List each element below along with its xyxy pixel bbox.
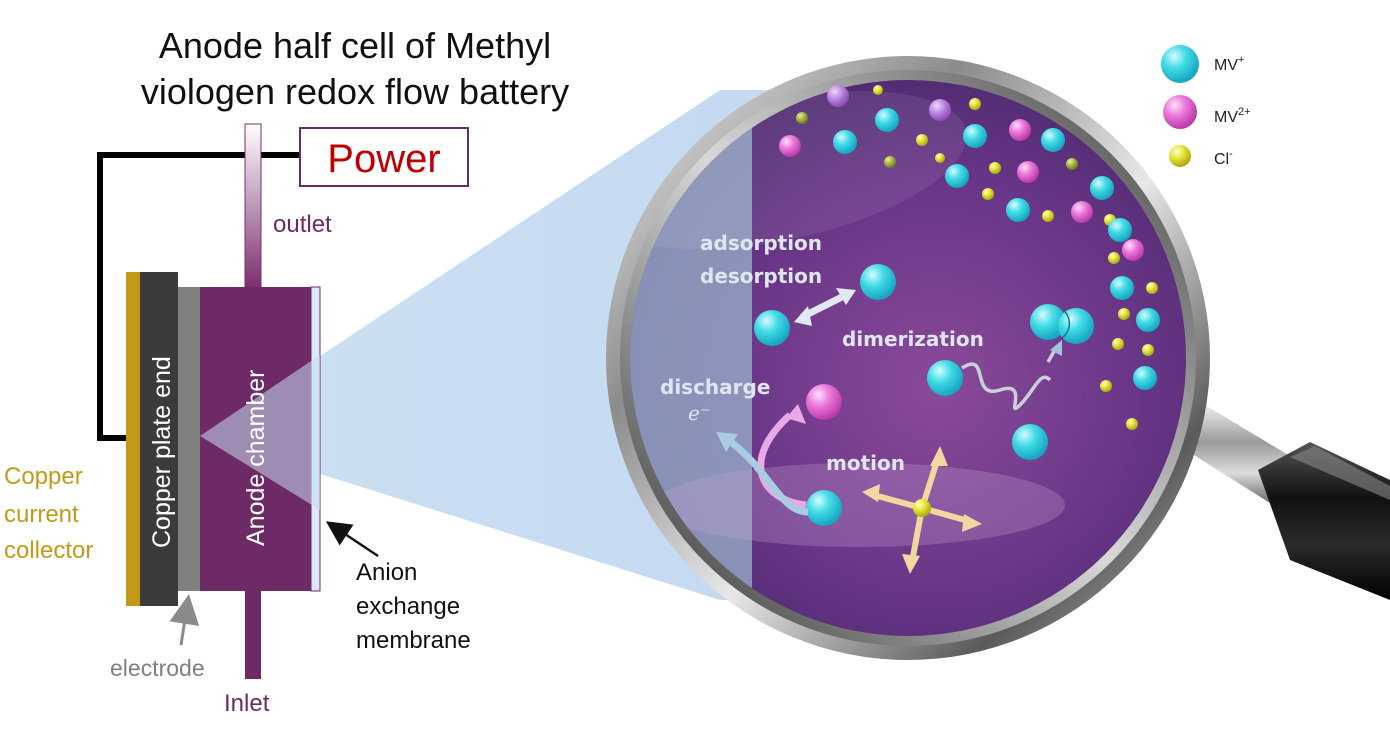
power-label: Power bbox=[327, 137, 440, 181]
ion-cyan bbox=[1006, 198, 1030, 222]
ion-olive bbox=[1066, 158, 1078, 170]
desorption-label: desorption bbox=[700, 264, 822, 288]
membrane-pointer-arrow bbox=[325, 521, 379, 558]
ion-pink bbox=[1071, 201, 1093, 223]
copper-collector-line-2: current bbox=[4, 501, 79, 528]
magnifier-handle bbox=[1170, 402, 1390, 600]
ion-pink bbox=[1017, 161, 1039, 183]
ion-yellow bbox=[1146, 282, 1158, 294]
membrane-label-line-2: exchange bbox=[356, 593, 460, 620]
ion-pink bbox=[1009, 119, 1031, 141]
cl-ion-moving bbox=[913, 499, 931, 517]
ion-olive bbox=[873, 85, 883, 95]
ion-cyan bbox=[963, 124, 987, 148]
ion-cyan bbox=[1090, 176, 1114, 200]
mv-dimer-overlap bbox=[1061, 308, 1071, 339]
dimerization-label: dimerization bbox=[842, 327, 984, 351]
membrane-label-line-1: Anion bbox=[356, 559, 417, 586]
ion-yellow bbox=[1126, 418, 1138, 430]
ion-yellow bbox=[935, 153, 945, 163]
discharge-arc-head bbox=[786, 404, 806, 424]
ion-yellow bbox=[969, 98, 981, 110]
dimerization-arrowhead bbox=[1050, 340, 1062, 356]
ion-yellow bbox=[1042, 210, 1054, 222]
adsorption-label: adsorption bbox=[700, 231, 822, 255]
mv-adsorbed-molecule bbox=[754, 310, 790, 346]
mv-discharge-molecule bbox=[806, 490, 842, 526]
motion-arrowheads bbox=[862, 446, 982, 574]
ion-cyan bbox=[875, 108, 899, 132]
electrode-label: electrode bbox=[110, 655, 205, 681]
mv-desorbed-molecule bbox=[860, 264, 896, 300]
ion-cyan bbox=[945, 164, 969, 188]
ion-cyan bbox=[1108, 218, 1132, 242]
ion-lilac bbox=[827, 85, 849, 107]
pink-sphere-icon bbox=[1163, 95, 1197, 129]
copper-current-collector bbox=[126, 272, 140, 606]
zoom-origin-highlight bbox=[200, 355, 320, 510]
ion-lilac bbox=[929, 99, 951, 121]
legend-mv-plus-label: MV+ bbox=[1214, 54, 1244, 74]
ion-pink bbox=[779, 135, 801, 157]
electron-label: e⁻ bbox=[688, 401, 710, 425]
inlet-tube bbox=[245, 591, 261, 679]
anode-chamber-label: Anode chamber bbox=[242, 369, 270, 546]
membrane-label-line-3: membrane bbox=[356, 627, 471, 654]
mv-dimer-right bbox=[1058, 308, 1094, 344]
outlet-tube bbox=[244, 123, 262, 289]
motion-label: motion bbox=[826, 451, 905, 475]
electron-transfer-arrow bbox=[725, 437, 809, 516]
electron-transfer-head bbox=[716, 432, 738, 452]
legend-cl-label: Cl- bbox=[1214, 148, 1233, 168]
ion-cyan bbox=[1110, 276, 1134, 300]
yellow-sphere-icon bbox=[1169, 145, 1191, 167]
ion-olive bbox=[884, 156, 896, 168]
lens-glare bbox=[655, 463, 1065, 547]
mv-dimer-left bbox=[1030, 304, 1066, 340]
ion-yellow bbox=[1100, 380, 1112, 392]
ion-yellow bbox=[916, 134, 928, 146]
title-line-2: viologen redox flow battery bbox=[141, 71, 569, 112]
power-box bbox=[299, 127, 469, 187]
outlet-label: outlet bbox=[273, 211, 332, 238]
legend: MV+ MV2+ Cl- bbox=[1161, 45, 1251, 168]
legend-mv-2plus-label: MV2+ bbox=[1214, 106, 1251, 126]
discharge-label: discharge bbox=[660, 375, 770, 399]
ion-yellow bbox=[989, 162, 1001, 174]
electrode-pointer-arrow bbox=[169, 594, 200, 646]
ion-cyan bbox=[1133, 366, 1157, 390]
copper-collector-line-1: Copper bbox=[4, 463, 83, 490]
inlet-label: Inlet bbox=[224, 690, 270, 717]
ion-yellow bbox=[1118, 308, 1130, 320]
ion-cyan bbox=[833, 130, 857, 154]
copper-collector-line-3: collector bbox=[4, 537, 93, 564]
ion-cluster bbox=[779, 85, 1160, 430]
mv2plus-molecule bbox=[806, 384, 842, 420]
copper-plate-end bbox=[140, 272, 178, 606]
ion-cyan bbox=[1136, 308, 1160, 332]
cyan-sphere-icon bbox=[1161, 45, 1199, 83]
title-line-1: Anode half cell of Methyl bbox=[159, 25, 551, 66]
external-circuit-wire bbox=[97, 152, 300, 441]
mv-monomer-b bbox=[1012, 424, 1048, 460]
copper-plate-label: Copper plate end bbox=[148, 356, 176, 548]
ion-yellow bbox=[982, 188, 994, 200]
ion-yellow bbox=[1108, 252, 1120, 264]
ion-olive bbox=[796, 112, 808, 124]
ion-cyan bbox=[1041, 128, 1065, 152]
ion-yellow bbox=[1112, 338, 1124, 350]
electrode-layer bbox=[178, 287, 200, 591]
ion-pink bbox=[1122, 239, 1144, 261]
ion-yellow bbox=[1142, 344, 1154, 356]
adsorption-double-arrow bbox=[794, 288, 856, 326]
mv-monomer-a bbox=[927, 360, 963, 396]
